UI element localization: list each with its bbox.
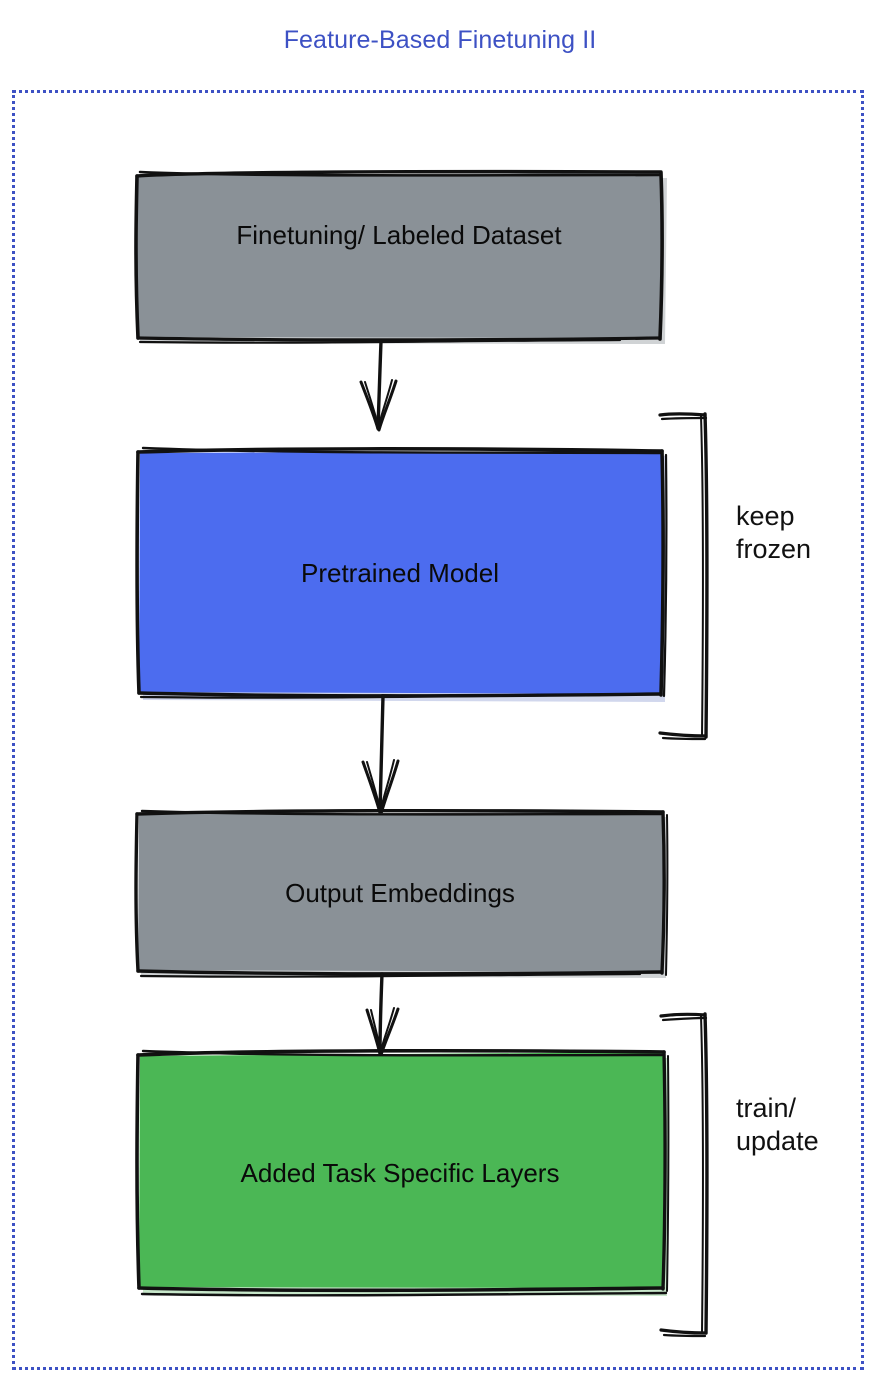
arrow-1-head-left-2: [364, 381, 380, 430]
bracket-train-update-spine: [703, 1012, 709, 1335]
node-added-task-specific-layers-outline-left: [135, 1053, 141, 1290]
bracket-keep-frozen-spine-2: [700, 415, 704, 737]
node-pretrained-model-outline-right: [659, 449, 665, 697]
node-label-added-task-specific-layers: Added Task Specific Layers: [240, 1158, 560, 1188]
bracket-train-update-spine-2: [700, 1015, 704, 1333]
node-label-output-embeddings: Output Embeddings: [285, 878, 515, 908]
bracket-train-update-top-tick-2: [661, 1016, 708, 1022]
arrow-2-head-left-2: [366, 761, 382, 814]
bracket-keep-frozen-bottom-tick: [658, 731, 708, 738]
node-added-task-specific-layers-outline-top2: [141, 1049, 664, 1057]
node-finetuning-dataset-outline-3: [658, 171, 664, 341]
node-added-task-specific-layers-outline-right: [661, 1050, 667, 1291]
node-added-task-specific-layers-fill: [139, 1052, 664, 1288]
arrow-2-shaft: [378, 694, 385, 814]
node-pretrained-model-outline-top2: [141, 446, 662, 455]
arrow-1-shaft: [376, 339, 383, 430]
node-finetuning-dataset[interactable]: [134, 169, 667, 344]
edge-model-to-embeddings-arrow: [361, 694, 400, 816]
node-added-task-specific-layers-outline-bottom2: [140, 1291, 668, 1297]
node-finetuning-dataset-outline-4: [136, 336, 662, 342]
node-output-embeddings-outline-bottom2: [139, 972, 642, 978]
node-label-finetuning-dataset: Finetuning/ Labeled Dataset: [236, 220, 562, 250]
annotation-keep-frozen: keep frozen: [736, 501, 812, 564]
node-added-task-specific-layers-outline-right2: [666, 1055, 670, 1292]
node-pretrained-model-fill: [139, 451, 662, 694]
bracket-keep-frozen-top-tick: [658, 412, 707, 417]
node-output-embeddings-outline-left: [134, 812, 140, 973]
node-pretrained-model-outline-right2: [662, 453, 668, 698]
node-output-embeddings-outline-top2: [140, 809, 663, 816]
node-output-embeddings[interactable]: [134, 808, 669, 978]
annotation-train-update: train/ update: [736, 1093, 819, 1156]
node-pretrained-model-outline-left: [135, 450, 141, 695]
node-finetuning-dataset-outline-2: [138, 170, 661, 177]
node-output-embeddings-outline-bottom: [136, 969, 664, 976]
page-title: Feature-Based Finetuning II: [283, 26, 597, 54]
edge-embeddings-to-layers-arrow: [365, 972, 400, 1057]
arrow-3-shaft: [378, 972, 384, 1055]
node-pretrained-model[interactable]: [135, 446, 668, 702]
node-label-pretrained-model: Pretrained Model: [301, 558, 499, 588]
bracket-keep-frozen: [658, 412, 709, 741]
node-finetuning-dataset-fill: [137, 173, 662, 338]
arrow-3-head-right: [379, 1007, 400, 1057]
bracket-keep-frozen-bottom-tick-2: [661, 736, 707, 741]
node-added-task-specific-layers[interactable]: [135, 1048, 670, 1297]
bracket-train-update-bottom-tick: [659, 1328, 708, 1335]
node-added-task-specific-layers-outline-bottom: [137, 1286, 665, 1293]
node-output-embeddings-outline-right2: [665, 814, 669, 976]
node-finetuning-dataset-outline-6: [134, 174, 140, 340]
node-finetuning-dataset-outline-5: [138, 338, 622, 344]
node-output-embeddings-fill: [138, 812, 663, 972]
arrow-1-head-right-2: [377, 379, 393, 430]
node-pretrained-model-outline-bottom2: [139, 693, 602, 699]
arrow-1-head-left: [359, 380, 380, 431]
arrow-1-head-right: [377, 379, 398, 432]
node-output-embeddings-outline-right: [660, 810, 666, 975]
bracket-train-update-top-tick: [659, 1012, 707, 1018]
bracket-train-update: [659, 1012, 709, 1338]
bracket-train-update-bottom-tick-2: [662, 1333, 707, 1338]
bracket-keep-frozen-spine: [703, 412, 709, 739]
arrow-2-head-left: [361, 760, 382, 815]
edge-dataset-to-model-arrow: [359, 339, 398, 432]
node-finetuning-dataset-outline: [135, 169, 663, 178]
arrow-2-head-right: [379, 759, 400, 816]
bracket-keep-frozen-top-tick-2: [660, 416, 708, 421]
